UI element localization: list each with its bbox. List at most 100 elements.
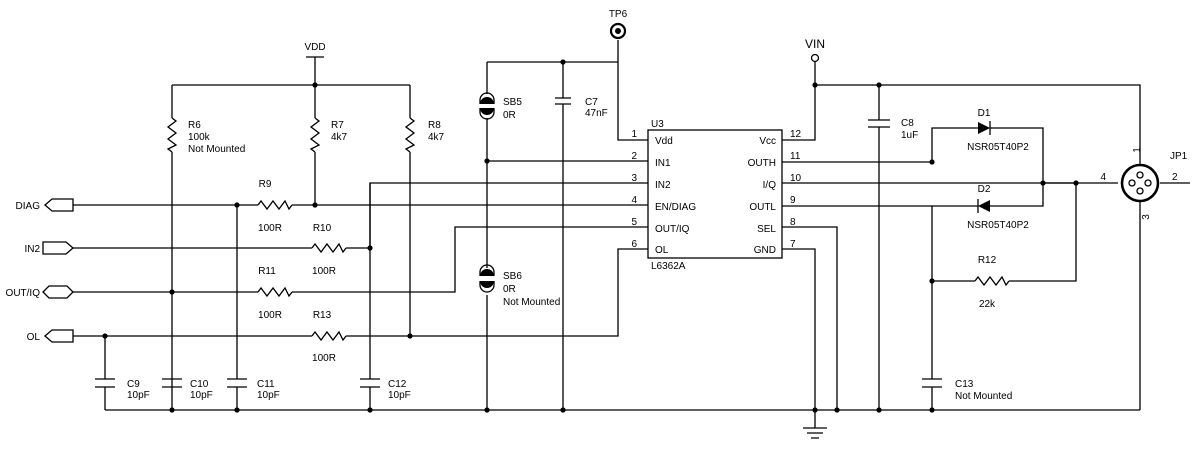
pin-5-num: 5 bbox=[631, 217, 637, 228]
pin-3-name: IN2 bbox=[655, 180, 671, 191]
pin-4-num: 4 bbox=[631, 195, 637, 206]
pin-11-name: OUTH bbox=[748, 158, 776, 169]
tp6-test-point[interactable]: TP6 bbox=[609, 9, 628, 40]
c7-ref: C7 bbox=[585, 97, 598, 108]
pin-2-name: IN1 bbox=[655, 158, 671, 169]
jp1-pin2: 2 bbox=[1172, 172, 1178, 183]
diag-port-label: DIAG bbox=[16, 201, 41, 212]
c7-value: 47nF bbox=[585, 108, 608, 119]
jp1-pin1: 1 bbox=[1132, 147, 1143, 153]
ol-port[interactable]: OL bbox=[27, 329, 74, 343]
pin-9-num: 9 bbox=[790, 195, 796, 206]
capacitor-c12[interactable]: C12 10pF bbox=[360, 378, 411, 401]
r12-value: 22k bbox=[979, 299, 996, 310]
resistor-r13[interactable]: R13 100R bbox=[311, 310, 347, 364]
pin-2-num: 2 bbox=[631, 151, 637, 162]
connector-jp1[interactable]: JP1 1 2 3 4 bbox=[1100, 147, 1187, 220]
pin-1-num: 1 bbox=[631, 129, 637, 140]
resistor-r9[interactable]: R9 100R bbox=[257, 179, 293, 234]
pin-6-num: 6 bbox=[631, 239, 637, 250]
c8-value: 1uF bbox=[901, 130, 918, 141]
c13-ref: C13 bbox=[955, 379, 974, 390]
pin-5-name: OUT/IQ bbox=[655, 224, 690, 235]
r12-ref: R12 bbox=[978, 255, 997, 266]
r8-value: 4k7 bbox=[428, 132, 445, 143]
c9-ref: C9 bbox=[127, 379, 140, 390]
d1-ref: D1 bbox=[978, 108, 991, 119]
resistor-r8[interactable]: R8 4k7 bbox=[404, 117, 445, 153]
in2-port[interactable]: IN2 bbox=[24, 241, 74, 255]
r9-value: 100R bbox=[258, 223, 282, 234]
sb5-ref: SB5 bbox=[503, 97, 522, 108]
pin-12-name: Vcc bbox=[759, 136, 776, 147]
resistor-r11[interactable]: R11 100R bbox=[257, 266, 293, 321]
jp1-ref: JP1 bbox=[1170, 151, 1188, 162]
resistor-r12[interactable]: R12 22k bbox=[974, 255, 1010, 310]
out-iq-port-label: OUT/IQ bbox=[6, 288, 41, 299]
capacitor-c10[interactable]: C10 10pF bbox=[162, 378, 213, 401]
r13-value: 100R bbox=[312, 353, 336, 364]
capacitor-c13[interactable]: C13 Not Mounted bbox=[922, 378, 1012, 402]
diode-d2[interactable]: D2 NSR05T40P2 bbox=[967, 184, 1029, 231]
d2-part: NSR05T40P2 bbox=[967, 220, 1029, 231]
vin-label: VIN bbox=[805, 37, 825, 51]
out-iq-port[interactable]: OUT/IQ bbox=[6, 285, 74, 299]
r10-value: 100R bbox=[312, 266, 336, 277]
u3-ref: U3 bbox=[651, 119, 664, 130]
jp1-pin3: 3 bbox=[1141, 214, 1152, 220]
r7-value: 4k7 bbox=[331, 132, 348, 143]
junctions bbox=[102, 59, 1079, 413]
sb5-value: 0R bbox=[503, 110, 516, 121]
r9-ref: R9 bbox=[259, 179, 272, 190]
d1-part: NSR05T40P2 bbox=[967, 142, 1029, 153]
pin-11-num: 11 bbox=[790, 151, 801, 162]
pin-7-num: 7 bbox=[790, 239, 796, 250]
r11-value: 100R bbox=[258, 310, 282, 321]
pin-9-name: OUTL bbox=[749, 202, 776, 213]
resistor-r6[interactable]: R6 100k Not Mounted bbox=[166, 117, 245, 155]
r13-ref: R13 bbox=[313, 310, 332, 321]
pin-8-num: 8 bbox=[790, 217, 796, 228]
sb6-ref: SB6 bbox=[503, 271, 522, 282]
vin-rail-symbol: VIN bbox=[805, 37, 825, 63]
solder-bridge-sb5[interactable]: SB5 0R bbox=[479, 92, 522, 121]
ol-port-label: OL bbox=[27, 332, 41, 343]
pin-3-num: 3 bbox=[631, 173, 637, 184]
u3-part: L6362A bbox=[651, 261, 686, 272]
ic-u3[interactable]: U3 L6362A 1 Vdd 2 IN1 3 IN2 4 EN/DIAG 5 … bbox=[631, 119, 801, 272]
c9-value: 10pF bbox=[127, 390, 150, 401]
r10-ref: R10 bbox=[313, 223, 332, 234]
ground-symbol bbox=[803, 427, 827, 439]
c11-value: 10pF bbox=[257, 390, 280, 401]
sb6-note: Not Mounted bbox=[503, 297, 560, 308]
capacitor-c8[interactable]: C8 1uF bbox=[868, 118, 918, 141]
d2-ref: D2 bbox=[978, 184, 991, 195]
sb6-value: 0R bbox=[503, 284, 516, 295]
r6-ref: R6 bbox=[188, 120, 201, 131]
resistor-r10[interactable]: R10 100R bbox=[311, 223, 347, 277]
vdd-rail-symbol: VDD bbox=[304, 42, 326, 58]
jp1-pin4: 4 bbox=[1100, 172, 1106, 183]
vdd-label: VDD bbox=[304, 42, 325, 53]
pin-4-name: EN/DIAG bbox=[655, 202, 696, 213]
r7-ref: R7 bbox=[331, 120, 344, 131]
c10-ref: C10 bbox=[190, 379, 209, 390]
pin-8-name: SEL bbox=[757, 224, 776, 235]
capacitor-c9[interactable]: C9 10pF bbox=[95, 378, 150, 401]
c13-value: Not Mounted bbox=[955, 391, 1012, 402]
capacitor-c7[interactable]: C7 47nF bbox=[555, 97, 608, 119]
pin-7-name: GND bbox=[754, 245, 776, 256]
c12-value: 10pF bbox=[388, 390, 411, 401]
c11-ref: C11 bbox=[257, 379, 275, 390]
resistor-r7[interactable]: R7 4k7 bbox=[309, 117, 348, 153]
diag-port[interactable]: DIAG bbox=[16, 198, 74, 212]
capacitor-c11[interactable]: C11 10pF bbox=[227, 378, 280, 401]
r11-ref: R11 bbox=[258, 266, 276, 277]
diode-d1[interactable]: D1 NSR05T40P2 bbox=[967, 108, 1029, 153]
c12-ref: C12 bbox=[388, 379, 407, 390]
pin-12-num: 12 bbox=[790, 129, 802, 140]
wires bbox=[73, 40, 1190, 428]
solder-bridge-sb6[interactable]: SB6 0R Not Mounted bbox=[479, 264, 560, 308]
c10-value: 10pF bbox=[190, 390, 213, 401]
